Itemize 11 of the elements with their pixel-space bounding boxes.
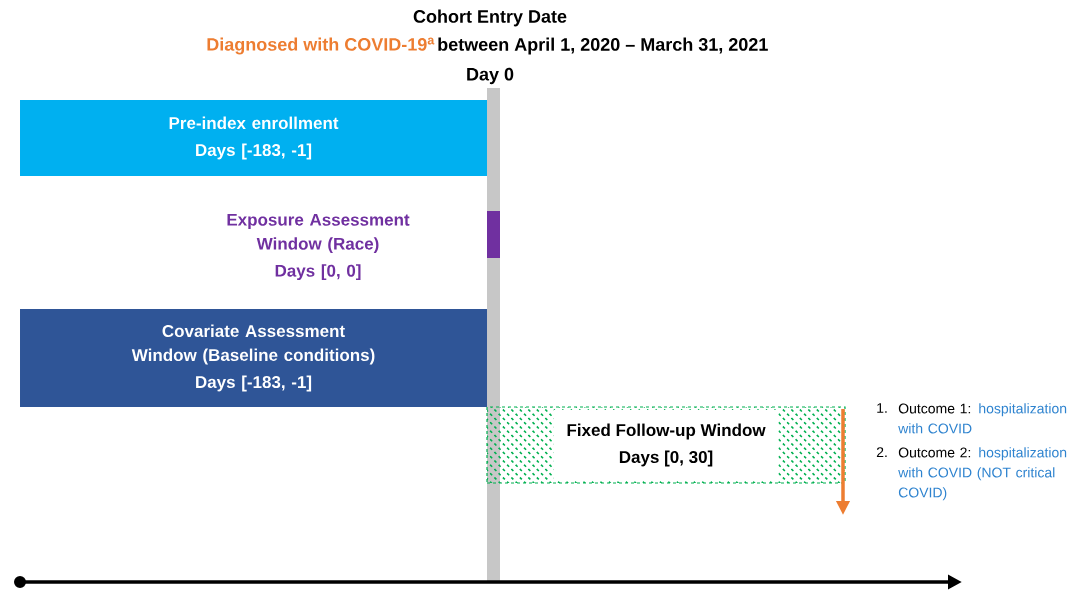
window-label: Exposure Assessment Window (Race) Days [0, 0] bbox=[227, 213, 410, 281]
window-bar: Pre-index enrollment Days [-183, -1] bbox=[20, 100, 487, 176]
list-number: 1. bbox=[877, 403, 887, 413]
list-number: 2. bbox=[876, 447, 887, 457]
hatched-window-bar: Fixed Follow-up Window Days [0, 30] bbox=[486, 406, 846, 484]
title: Cohort Entry Date bbox=[413, 9, 567, 27]
highlighted-text: Diagnosed with COVID-19$^{a}$ bbox=[207, 37, 435, 55]
day-label: Day 0 bbox=[467, 67, 514, 85]
date-range-text: between April 1, 2020 – March 31, 2021 bbox=[438, 37, 768, 55]
window-bar: Covariate Assessment Window (Baseline conditions) Days [-183, -1] bbox=[20, 309, 487, 407]
outcome-text: Outcome 2: hospitalization with COVID (NOT critical COVID) bbox=[898, 447, 1067, 501]
